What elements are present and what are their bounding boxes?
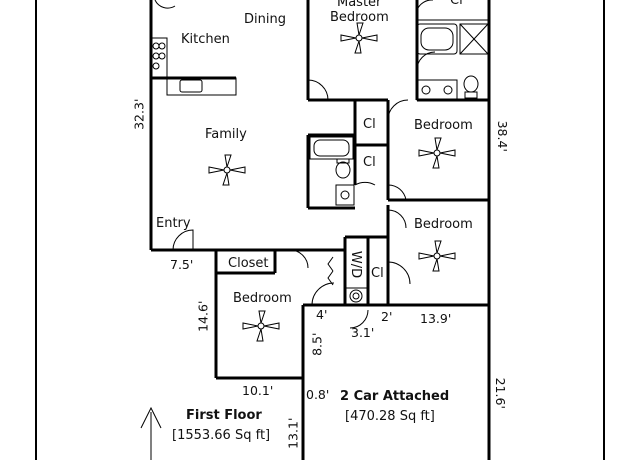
- room-label-dining: Dining: [244, 12, 286, 27]
- dimension-garage-width: 13.9': [420, 311, 452, 326]
- room-label-closet-top: Cl: [450, 0, 463, 8]
- room-label-bedroom-east-1: Bedroom: [414, 118, 473, 133]
- room-label-washer-dryer: W/D: [348, 250, 364, 279]
- dimension-2: 2': [381, 309, 393, 324]
- room-label-closet: Closet: [228, 256, 269, 271]
- dimension-0-8: 0.8': [306, 387, 330, 402]
- north-arrow-icon: [140, 406, 162, 460]
- dimension-bedroom-width: 10.1': [242, 383, 274, 398]
- dimension-porch: 13.1': [285, 417, 301, 449]
- floor-title: First Floor: [186, 408, 262, 423]
- dimension-3-1: 3.1': [351, 325, 375, 340]
- floor-area: [1553.66 Sq ft]: [172, 428, 271, 443]
- dimension-entry-step: 7.5': [170, 257, 194, 272]
- fixtures: [150, 19, 489, 306]
- room-label-bedroom-west: Bedroom: [233, 291, 292, 306]
- room-label-master-bedroom-line1: Master: [337, 0, 382, 10]
- dimension-4: 4': [316, 307, 328, 322]
- dimension-8-5: 8.5': [309, 332, 325, 356]
- dimension-garage-depth: 21.6': [492, 377, 508, 409]
- garage-area: [470.28 Sq ft]: [345, 409, 435, 424]
- room-label-family: Family: [205, 127, 247, 142]
- room-label-kitchen: Kitchen: [181, 32, 230, 47]
- dimension-bedroom-height: 14.6': [195, 300, 211, 332]
- room-label-closet-2: Cl: [363, 155, 376, 170]
- dimension-east-wall: 38.4': [494, 120, 510, 152]
- garage-title: 2 Car Attached: [340, 389, 450, 404]
- room-label-bedroom-east-2: Bedroom: [414, 217, 473, 232]
- room-label-master-bedroom-line2: Bedroom: [330, 10, 389, 25]
- ceiling-fan-icons: [208, 22, 456, 342]
- dimension-west-wall: 32.3': [131, 98, 147, 130]
- doors: [154, 0, 436, 329]
- room-label-closet-3: Cl: [371, 266, 384, 281]
- room-label-closet-1: Cl: [363, 117, 376, 132]
- room-label-entry: Entry: [156, 216, 191, 231]
